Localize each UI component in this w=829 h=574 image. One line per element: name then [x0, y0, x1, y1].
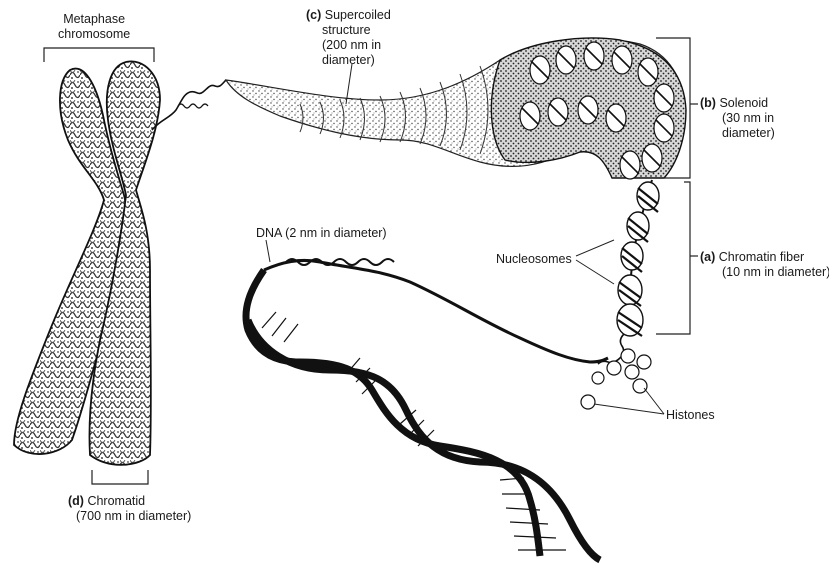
chromatid-label: (d) Chromatid (700 nm in diameter) — [68, 494, 191, 524]
connecting-fiber — [152, 80, 226, 130]
nucleosomes-label: Nucleosomes — [496, 252, 572, 267]
metaphase-chromosome-label: Metaphase chromosome — [58, 12, 130, 42]
supercoiled-structure-label: (c) Supercoiled structure (200 nm in dia… — [306, 8, 391, 68]
solenoid-coil — [491, 38, 686, 179]
chromatin-fiber-label: (a) Chromatin fiber (10 nm in diameter) — [700, 250, 829, 280]
chromatin-fiber — [617, 180, 659, 336]
dna-upper-strand — [264, 260, 608, 362]
chromatin-bracket — [656, 182, 698, 334]
dna-double-helix — [246, 270, 600, 560]
histone-spheres — [581, 349, 651, 409]
solenoid-label: (b) Solenoid (30 nm in diameter) — [700, 96, 775, 141]
chromatid-bracket — [92, 470, 148, 484]
fiber-coil — [178, 104, 208, 108]
histones-label: Histones — [666, 408, 715, 423]
metaphase-bracket — [44, 48, 154, 62]
dna-label: DNA (2 nm in diameter) — [256, 226, 387, 241]
